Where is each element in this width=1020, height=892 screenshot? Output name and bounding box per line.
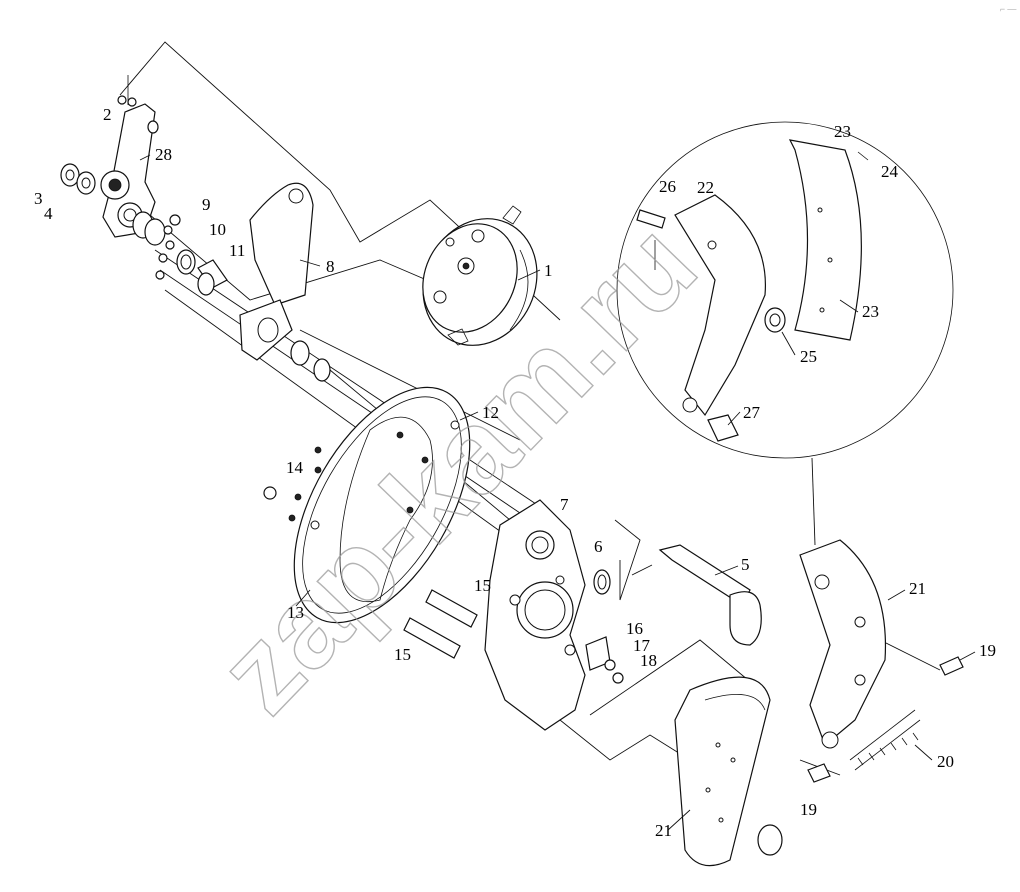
detail-view <box>616 121 954 459</box>
corner-mark: ⌐ — <box>1000 4 1017 14</box>
bolts <box>155 214 181 280</box>
label-15a: 15 <box>474 576 491 595</box>
anchor-pins <box>403 589 478 659</box>
shield-bolts <box>263 431 429 522</box>
label-27: 27 <box>743 403 761 422</box>
label-2: 2 <box>103 105 112 124</box>
rollers-spring <box>807 656 964 783</box>
brake-spider <box>484 499 586 731</box>
label-4: 4 <box>44 204 53 223</box>
label-23b: 23 <box>862 302 879 321</box>
label-13: 13 <box>287 603 304 622</box>
chamber-bracket <box>239 182 331 382</box>
label-17: 17 <box>633 636 651 655</box>
label-21b: 21 <box>655 821 672 840</box>
label-11: 11 <box>229 241 245 260</box>
label-25: 25 <box>800 347 817 366</box>
camshaft-seal <box>585 569 624 684</box>
label-28: 28 <box>155 145 172 164</box>
label-10: 10 <box>209 220 226 239</box>
s-camshaft <box>631 544 762 646</box>
label-1: 1 <box>544 261 553 280</box>
label-20: 20 <box>937 752 954 771</box>
label-21a: 21 <box>909 579 926 598</box>
label-3: 3 <box>34 189 43 208</box>
clevis-pin <box>117 75 137 107</box>
label-15b: 15 <box>394 645 411 664</box>
label-12: 12 <box>482 403 499 422</box>
label-23a: 23 <box>834 122 851 141</box>
label-9: 9 <box>202 195 211 214</box>
label-16: 16 <box>626 619 643 638</box>
washers-left <box>60 120 159 195</box>
label-5: 5 <box>741 555 750 574</box>
label-19a: 19 <box>979 641 996 660</box>
label-leaders <box>139 154 976 831</box>
brake-chamber <box>422 205 538 346</box>
label-22: 22 <box>697 178 714 197</box>
part-labels: 1 2 3 4 5 6 7 8 9 10 11 12 13 14 15 15 1… <box>34 105 996 840</box>
label-19b: 19 <box>800 800 817 819</box>
dust-shield <box>293 386 471 624</box>
label-6: 6 <box>594 537 603 556</box>
label-8: 8 <box>326 257 335 276</box>
label-14: 14 <box>286 458 304 477</box>
label-7: 7 <box>560 495 569 514</box>
label-26: 26 <box>659 177 676 196</box>
shaft-spacers <box>132 211 228 296</box>
brake-shoe-lower <box>674 676 783 867</box>
label-24: 24 <box>881 162 899 181</box>
label-18: 18 <box>640 651 657 670</box>
brake-shoe-right <box>799 539 887 749</box>
